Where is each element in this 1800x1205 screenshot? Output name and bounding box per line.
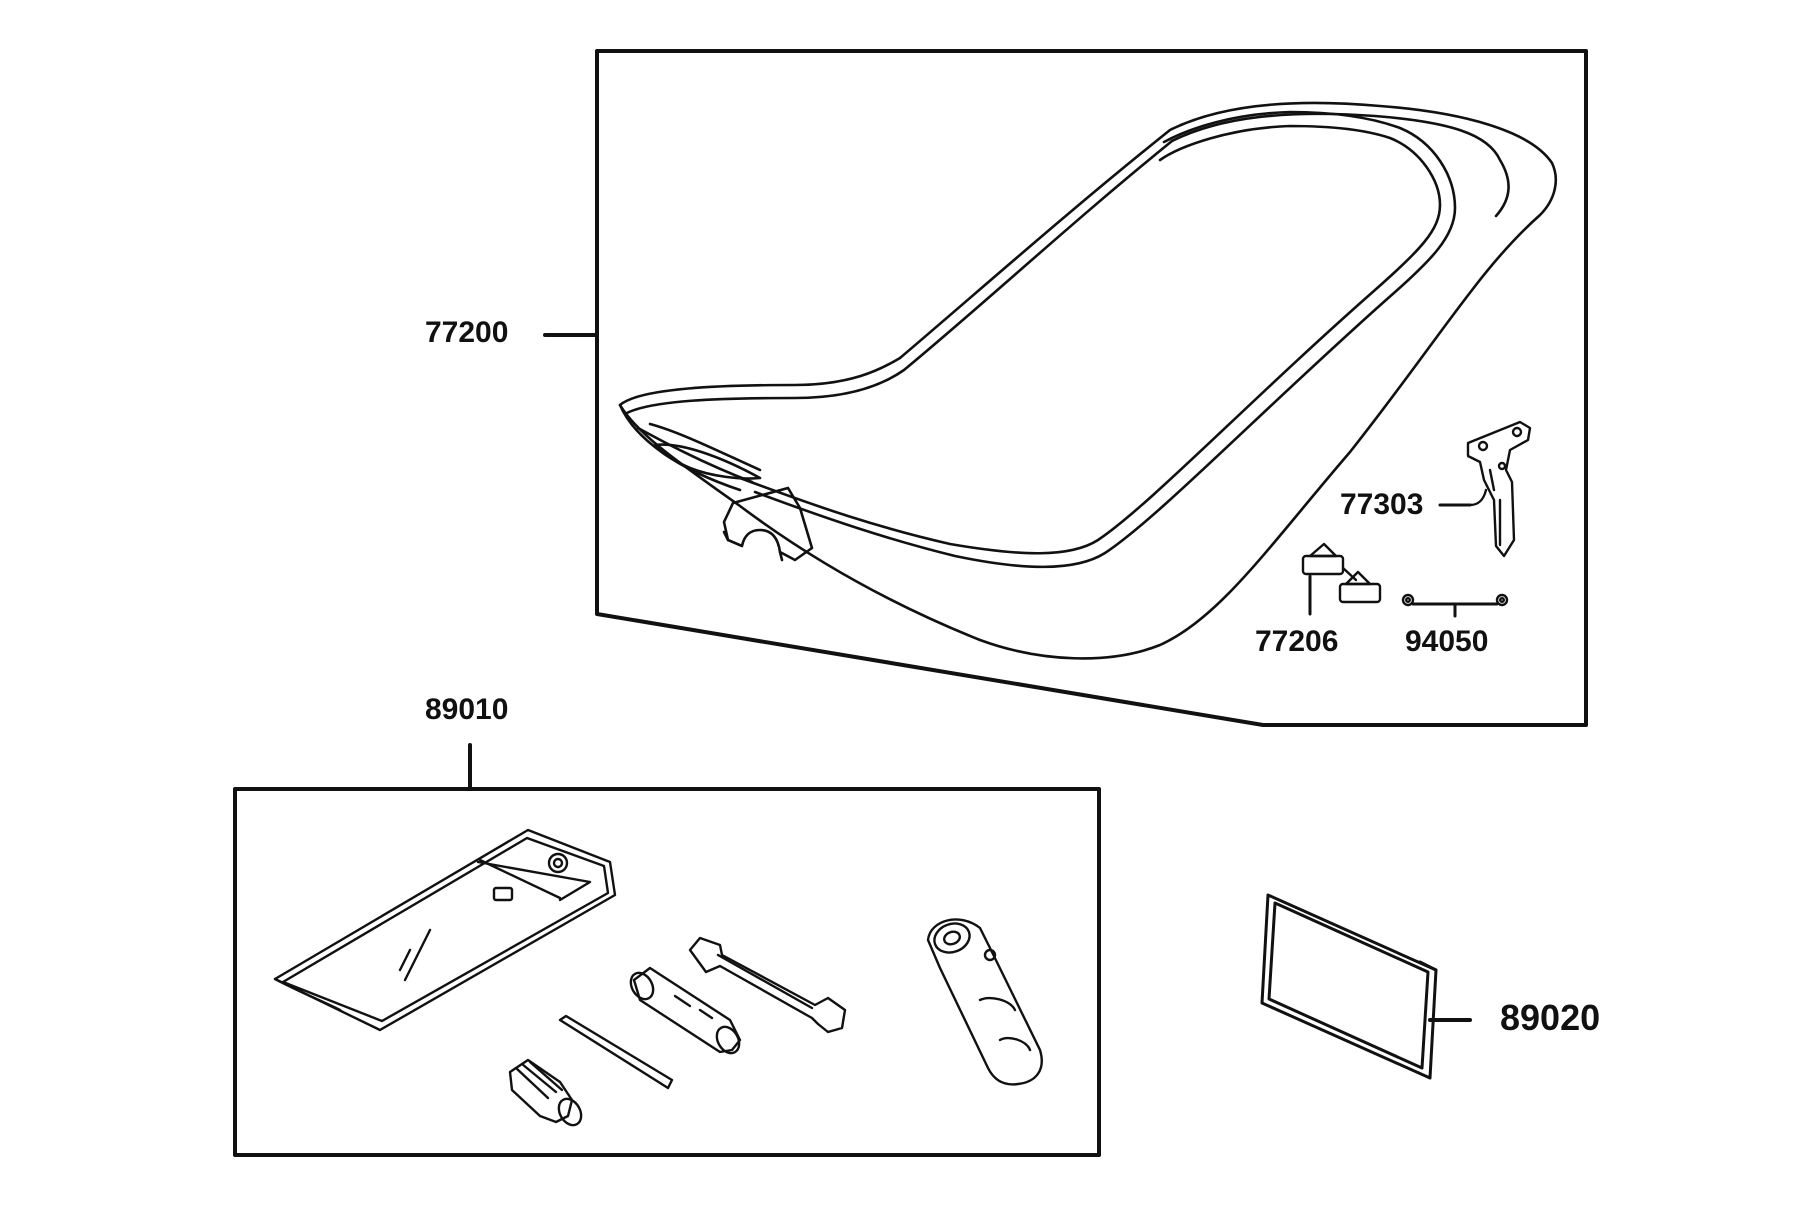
part-number-77303: 77303	[1340, 488, 1424, 521]
plug-socket-drawing	[629, 966, 742, 1055]
leader-77303-hook	[1468, 488, 1488, 507]
part-number-77206: 77206	[1255, 625, 1339, 658]
rod-drawing	[558, 1014, 674, 1090]
bumper-77206-drawing	[1301, 542, 1382, 604]
hinge-bracket-77303-drawing	[1466, 420, 1532, 558]
part-number-89010: 89010	[425, 693, 509, 726]
bolt-94050-drawing	[1401, 593, 1509, 607]
part-number-89020: 89020	[1500, 997, 1601, 1038]
grip-drawing	[926, 918, 1043, 1086]
toolkit-group-frame	[233, 787, 1101, 1157]
tool-pouch-drawing	[273, 828, 617, 1032]
part-number-94050: 94050	[1405, 625, 1489, 658]
seat-drawing	[618, 101, 1557, 660]
seat-group-frame	[595, 49, 1588, 727]
screwdriver-drawing	[508, 1058, 583, 1127]
manual-drawing	[1260, 893, 1438, 1080]
part-number-77200: 77200	[425, 316, 509, 349]
wrench-drawing	[688, 936, 847, 1034]
